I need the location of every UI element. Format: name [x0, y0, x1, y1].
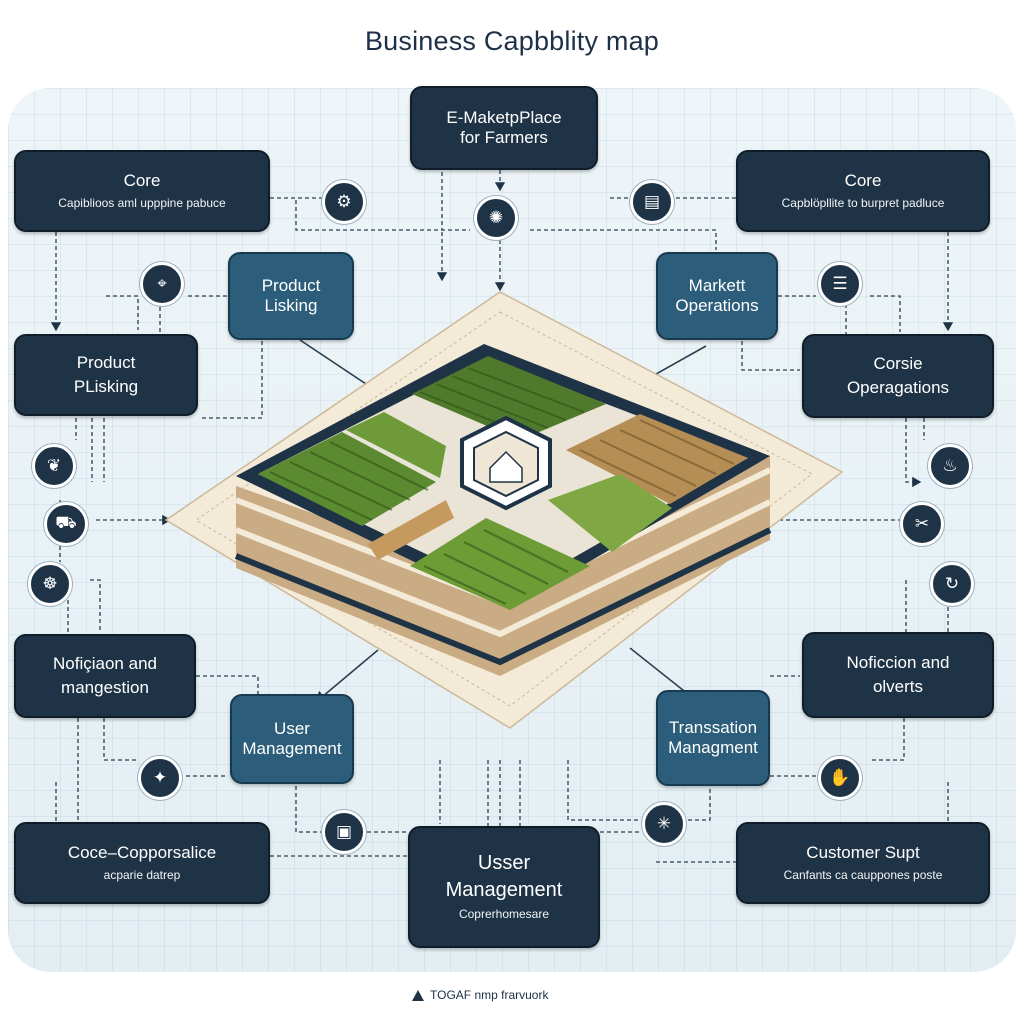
- core-left-box: Core Capiblioos aml upppine pabuce: [14, 150, 270, 232]
- gear-icon: ⚙: [322, 180, 366, 224]
- user-management-big-subtitle: Coprerhomesare: [458, 907, 550, 922]
- drop-icon: ♨: [928, 444, 972, 488]
- handshake-icon: ✋: [818, 756, 862, 800]
- platform-illustration: [164, 291, 844, 729]
- tractor-icon: ⛟: [44, 502, 88, 546]
- tools-icon: ✂: [900, 502, 944, 546]
- core-right-box: Core Capblöpllite to burpret padluce: [736, 150, 990, 232]
- notification-left-line1: Nofiçiaon and: [53, 654, 157, 674]
- coce-copporsalice-box: Coce–Copporsalice acparie datrep: [14, 822, 270, 904]
- user-management-big-line1: Usser: [477, 852, 531, 875]
- corsie-operagations-line1: Corsie: [873, 354, 923, 374]
- group-icon: ✦: [138, 756, 182, 800]
- map-pin-icon: ⌖: [140, 262, 184, 306]
- network-icon: ✳: [642, 802, 686, 846]
- gears-icon: ☸: [28, 562, 72, 606]
- user-management-small-line2: Management: [242, 739, 342, 758]
- coce-copporsalice-title: Coce–Copporsalice: [67, 843, 217, 863]
- notification-right-line2: olverts: [872, 677, 924, 696]
- customer-support-title: Customer Supt: [806, 843, 920, 863]
- togaf-logo-icon: [412, 989, 424, 1001]
- circle-arrows-icon: ↻: [930, 562, 974, 606]
- diagram-title: Business Capbblity map: [364, 26, 660, 56]
- top-box-line1: E-MaketpPlace: [446, 108, 562, 128]
- core-left-subtitle: Capiblioos aml upppine pabuce: [58, 195, 226, 210]
- footer-text: TOGAF nmp frarvuork: [430, 988, 549, 1002]
- customer-support-box: Customer Supt Canfants ca cauppones post…: [736, 822, 990, 904]
- leaf-icon: ❦: [32, 444, 76, 488]
- user-management-big-line2: Management: [445, 879, 563, 902]
- user-management-big-box: Usser Management Coprerhomesare: [408, 826, 600, 948]
- notification-left-line2: mangestion: [61, 678, 149, 697]
- notification-right-line1: Noficcion and: [846, 653, 950, 673]
- customer-support-subtitle: Canfants ca cauppones poste: [783, 867, 943, 882]
- monitor-icon: ▣: [322, 810, 366, 854]
- coce-copporsalice-subtitle: acparie datrep: [103, 867, 181, 882]
- corsie-operagations-line2: Operagations: [846, 378, 950, 397]
- market-operations-line2: Operations: [675, 296, 759, 315]
- product-lisking-box: Product Lisking: [228, 252, 354, 340]
- top-box-e-marketplace: E-MaketpPlace for Farmers: [410, 86, 598, 170]
- transsation-management-line2: Managment: [668, 738, 758, 757]
- market-operations-box: Markett Operations: [656, 252, 778, 340]
- top-box-line2: for Farmers: [460, 128, 548, 147]
- notification-left-box: Nofiçiaon and mangestion: [14, 634, 196, 718]
- printer-icon: ▤: [630, 180, 674, 224]
- user-management-small-line1: User: [274, 719, 310, 739]
- core-left-title: Core: [123, 171, 161, 191]
- document-icon: ☰: [818, 262, 862, 306]
- corsie-operagations-box: Corsie Operagations: [802, 334, 994, 418]
- product-plisking-line2: PLisking: [73, 377, 139, 396]
- product-lisking-line1: Product: [261, 276, 321, 296]
- core-right-title: Core: [844, 171, 882, 191]
- market-operations-line1: Markett: [688, 276, 746, 296]
- notification-right-box: Noficcion and olverts: [802, 632, 994, 718]
- transsation-management-line1: Transsation: [668, 718, 758, 738]
- core-right-subtitle: Capblöpllite to burpret padluce: [781, 195, 945, 210]
- user-management-small-box: User Management: [230, 694, 354, 784]
- product-plisking-line1: Product: [76, 353, 136, 373]
- footer-note: TOGAF nmp frarvuork: [412, 988, 548, 1002]
- transsation-management-box: Transsation Managment: [656, 690, 770, 786]
- product-lisking-line2: Lisking: [264, 296, 318, 315]
- product-plisking-box: Product PLisking: [14, 334, 198, 416]
- compass-icon: ✺: [474, 196, 518, 240]
